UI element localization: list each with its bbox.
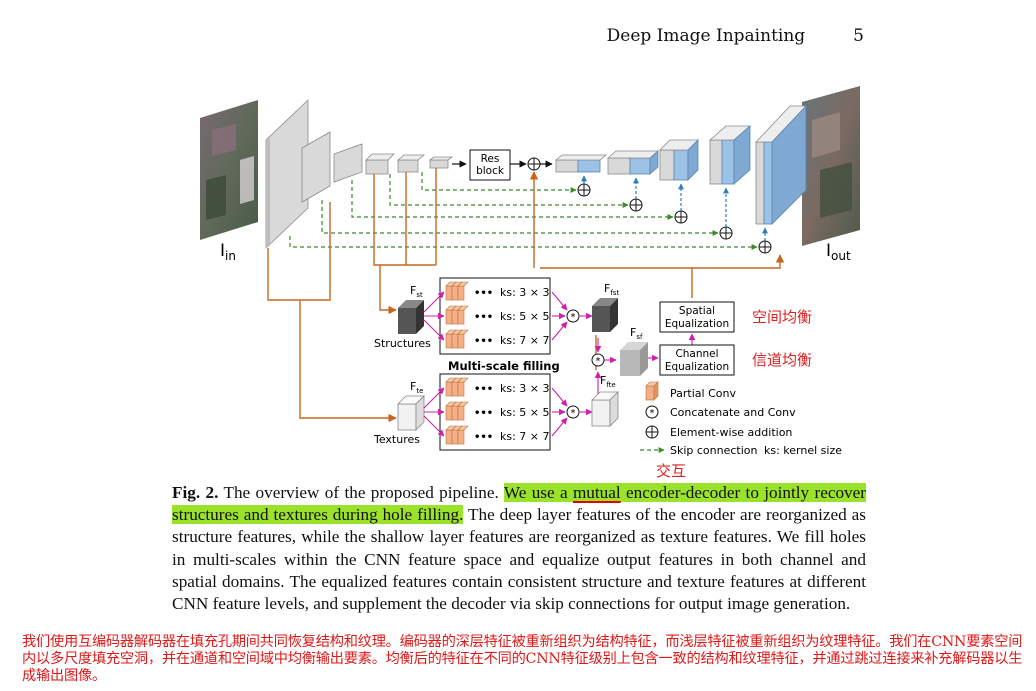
concat-node-structure: * (566, 309, 580, 323)
concat-node-texture: * (566, 405, 580, 419)
legend-elementwise: Element-wise addition (670, 426, 792, 439)
spatial-equalization-box (659, 301, 735, 333)
encoder-block-3 (333, 143, 363, 183)
f-fte-label: Ffte (600, 374, 616, 389)
decoder-block-2 (606, 150, 660, 175)
structures-label: Structures (374, 337, 431, 350)
res-block-label-2: block (476, 165, 505, 177)
f-fst-label: Ffst (604, 282, 619, 297)
texture-conv-row: ••• ks: 5 × 5 (445, 401, 550, 421)
magenta-arrows (423, 291, 696, 437)
encoder-block-5 (396, 154, 426, 173)
encoder-block-4 (365, 153, 395, 175)
encoder-block-2 (301, 131, 331, 203)
conv-dots: ••• (474, 384, 493, 395)
decoder-block-5 (755, 104, 807, 225)
header-title: Deep Image Inpainting (606, 26, 806, 46)
partial-conv-icon (645, 381, 659, 401)
kernel-size-label: ks: 7 × 7 (500, 430, 550, 443)
f-st-label: Fst (410, 284, 423, 299)
structure-feature-cube (398, 300, 424, 334)
f-sf-cube (620, 342, 648, 376)
kernel-size-label: ks: 5 × 5 (500, 406, 550, 419)
spatial-annotation: 空间均衡 (752, 308, 812, 326)
channel-eq-label-2: Equalization (665, 361, 729, 373)
decoder-skip-adders (577, 175, 772, 254)
svg-text:*: * (596, 356, 601, 367)
orange-feature-paths (267, 168, 785, 423)
res-block (469, 149, 511, 181)
concat-icon: * (645, 405, 659, 419)
textures-label: Textures (373, 433, 420, 446)
legend: Partial Conv * Concatenate and Conv Elem… (640, 381, 842, 457)
res-block-label-1: Res (481, 153, 500, 165)
caption-part1: The overview of the proposed pipeline. (218, 483, 504, 502)
svg-text:*: * (650, 408, 655, 419)
kernel-size-label: ks: 7 × 7 (500, 334, 550, 347)
spatial-eq-label-2: Equalization (665, 318, 729, 330)
running-header: Deep Image Inpainting 5 (607, 26, 864, 46)
chinese-translation: 我们使用互编码器解码器在填充孔期间共同恢复结构和纹理。编码器的深层特征被重新组织… (22, 634, 1023, 684)
output-label: Iout (826, 241, 851, 263)
mutual-annotation: 交互 (656, 462, 687, 480)
decoder-block-4 (708, 125, 752, 185)
structure-conv-row: ••• ks: 7 × 7 (445, 329, 550, 349)
page-number: 5 (853, 26, 864, 46)
conv-dots: ••• (474, 408, 493, 419)
texture-feature-cube (397, 395, 425, 431)
structure-conv-row: ••• ks: 3 × 3 (445, 281, 550, 301)
add-icon (645, 425, 659, 439)
channel-eq-label-1: Channel (675, 348, 718, 360)
legend-concat: Concatenate and Conv (670, 406, 796, 419)
decoder-block-3 (659, 139, 699, 181)
f-fte-cube (591, 391, 619, 427)
channel-annotation: 信道均衡 (752, 351, 812, 369)
output-image (802, 86, 860, 246)
caption-hl-underlined: mutual (572, 483, 621, 502)
encoder-block-6 (428, 156, 454, 169)
f-sf-label: Fsf (630, 326, 643, 341)
kernel-size-label: ks: 3 × 3 (500, 382, 550, 395)
multi-scale-label: Multi-scale filling (448, 359, 560, 373)
structure-conv-row: ••• ks: 5 × 5 (445, 305, 550, 325)
texture-conv-row: ••• ks: 3 × 3 (445, 377, 550, 397)
caption-part2: The deep layer features of the encoder a… (172, 505, 866, 614)
svg-text:*: * (571, 312, 576, 323)
caption-hl-after: encoder-decoder to jointly recover struc… (172, 483, 867, 525)
legend-ks: ks: kernel size (764, 444, 842, 457)
svg-text:*: * (571, 408, 576, 419)
kernel-size-label: ks: 3 × 3 (500, 286, 550, 299)
caption-fig-label: Fig. 2. (172, 483, 219, 502)
figure-caption: Fig. 2. The overview of the proposed pip… (172, 482, 867, 615)
conv-dots: ••• (474, 336, 493, 347)
encoder-block-1 (265, 99, 309, 249)
pipeline-figure: Iin Iout (200, 86, 860, 457)
texture-conv-row: ••• ks: 7 × 7 (445, 425, 550, 445)
f-fst-cube (592, 298, 618, 332)
spatial-eq-label-1: Spatial (679, 305, 715, 317)
conv-dots: ••• (474, 312, 493, 323)
conv-dots: ••• (474, 432, 493, 443)
input-image (200, 100, 258, 240)
decoder-block-1 (554, 154, 608, 173)
legend-skip: Skip connection (670, 444, 758, 457)
concat-node-fuse: * (591, 353, 605, 367)
legend-partial-conv: Partial Conv (670, 387, 736, 400)
conv-dots: ••• (474, 288, 493, 299)
conv-rows: ••• ks: 3 × 3 ••• ks: 5 × 5 ••• ks: 7 × 7 ••• k… (445, 281, 550, 445)
caption-hl-before: We use a (503, 483, 573, 502)
channel-equalization-box (659, 344, 735, 376)
skip-connections (289, 172, 758, 250)
kernel-size-label: ks: 5 × 5 (500, 310, 550, 323)
input-label: Iin (220, 241, 236, 263)
f-te-label: Fte (410, 380, 423, 395)
